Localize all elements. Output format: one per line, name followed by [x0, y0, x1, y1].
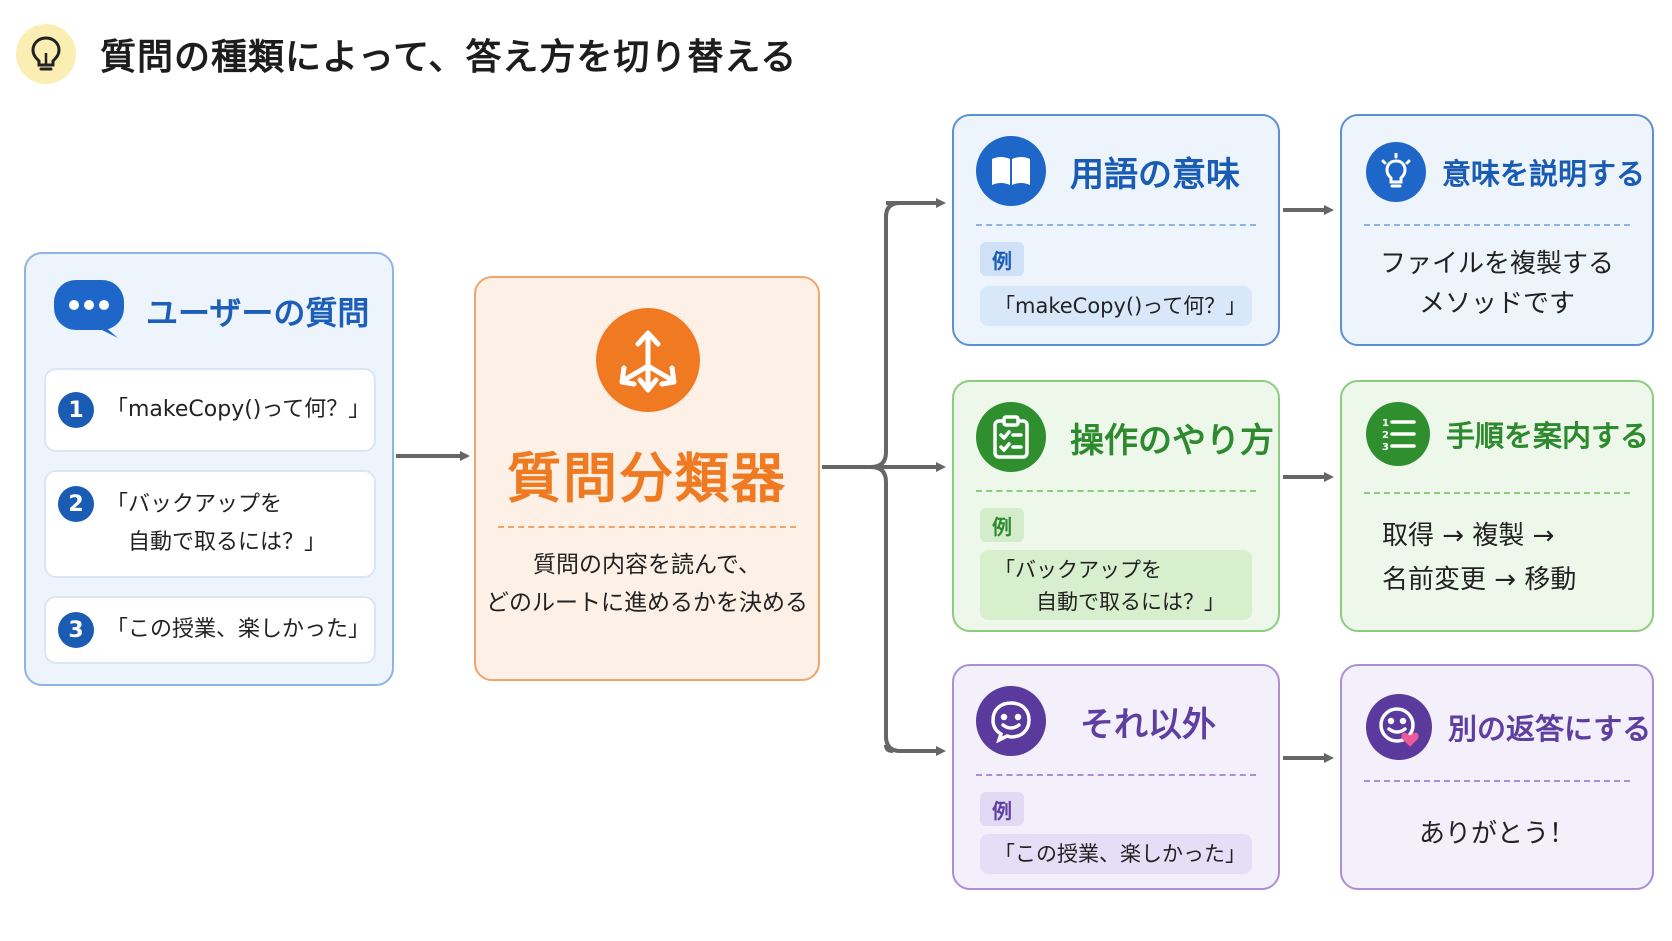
- example-tag: 例: [980, 508, 1024, 542]
- question-number-badge: 2: [58, 486, 94, 522]
- route-how-to: 操作のやり方 例 「バックアップを 自動で取るには？」: [952, 380, 1280, 632]
- route-term-meaning: 用語の意味 例 「makeCopy()って何？」: [952, 114, 1280, 346]
- question-item-3: 3 「この授業、楽しかった」: [44, 596, 376, 664]
- route-category-label: それ以外: [1080, 704, 1216, 745]
- route-other-header: それ以外: [976, 686, 1216, 756]
- divider: [498, 526, 796, 528]
- book-icon: [976, 136, 1046, 206]
- user-questions-panel: ユーザーの質問 1 「makeCopy()って何？」 2 「バックアップを 自動…: [24, 252, 394, 686]
- result-header: 別の返答にする: [1366, 694, 1651, 760]
- route-category-label: 用語の意味: [1070, 154, 1240, 195]
- split-arrows-icon: [596, 308, 700, 412]
- divider: [976, 224, 1256, 226]
- result-header: 1 2 3 手順を案内する: [1366, 402, 1649, 466]
- page-title: 質問の種類によって、答え方を切り替える: [100, 37, 798, 78]
- classifier-title: 質問分類器: [507, 447, 787, 510]
- result-body: 取得 → 複製 → 名前変更 → 移動: [1382, 521, 1577, 595]
- clipboard-checklist-icon: [976, 402, 1046, 472]
- example-text: 「makeCopy()って何？」: [980, 286, 1252, 326]
- smiley-heart-icon: [1366, 694, 1432, 760]
- question-item-2: 2 「バックアップを 自動で取るには？」: [44, 470, 376, 578]
- result-other-reply: 別の返答にする ありがとう！: [1340, 664, 1654, 890]
- divider: [1364, 224, 1630, 226]
- speech-bubble-icon: [52, 278, 126, 344]
- result-explain-meaning: 意味を説明する ファイルを複製する メソッドです: [1340, 114, 1654, 346]
- route-term-header: 用語の意味: [976, 136, 1240, 206]
- question-number-badge: 1: [58, 392, 94, 428]
- result-body: ファイルを複製する メソッドです: [1379, 249, 1614, 319]
- page-header: 質問の種類によって、答え方を切り替える: [16, 24, 797, 84]
- result-body: ありがとう！: [1418, 819, 1575, 849]
- numbered-list-icon: 1 2 3: [1366, 402, 1430, 466]
- smiley-icon: [976, 686, 1046, 756]
- route-howto-header: 操作のやり方: [976, 402, 1274, 472]
- result-guide-steps: 1 2 3 手順を案内する 取得 → 複製 → 名前変更 → 移動: [1340, 380, 1654, 632]
- svg-text:1: 1: [1382, 418, 1389, 429]
- question-text: 「バックアップを 自動で取るには？」: [106, 492, 327, 555]
- route-other: それ以外 例 「この授業、楽しかった」: [952, 664, 1280, 890]
- result-label: 意味を説明する: [1442, 157, 1646, 191]
- user-questions-title: ユーザーの質問: [146, 294, 370, 332]
- result-label: 別の返答にする: [1448, 712, 1652, 746]
- classifier-description: 質問の内容を読んで、 どのルートに進めるかを決める: [476, 546, 818, 622]
- classifier-panel: 質問分類器 質問の内容を読んで、 どのルートに進めるかを決める: [474, 276, 820, 681]
- example-tag: 例: [980, 242, 1024, 276]
- user-questions-header: ユーザーの質問: [52, 278, 369, 344]
- svg-text:3: 3: [1382, 442, 1389, 453]
- example-tag: 例: [980, 792, 1024, 826]
- route-category-label: 操作のやり方: [1070, 420, 1274, 461]
- svg-text:2: 2: [1382, 430, 1389, 441]
- divider: [976, 490, 1256, 492]
- example-text: 「この授業、楽しかった」: [980, 834, 1252, 874]
- result-header: 意味を説明する: [1366, 142, 1645, 202]
- classifier-desc-line1: 質問の内容を読んで、: [533, 552, 761, 578]
- divider: [976, 774, 1256, 776]
- divider: [1364, 780, 1630, 782]
- example-text: 「バックアップを 自動で取るには？」: [980, 550, 1252, 620]
- question-text: 「この授業、楽しかった」: [106, 617, 371, 642]
- question-number-badge: 3: [58, 612, 94, 648]
- classifier-desc-line2: どのルートに進めるかを決める: [486, 590, 808, 616]
- arrow-classifier-branches: [822, 201, 901, 753]
- question-item-1: 1 「makeCopy()って何？」: [44, 368, 376, 452]
- lightbulb-icon: [1366, 142, 1426, 202]
- lightbulb-icon: [16, 24, 76, 84]
- question-text: 「makeCopy()って何？」: [106, 397, 371, 422]
- result-label: 手順を案内する: [1446, 419, 1650, 453]
- divider: [1364, 492, 1630, 494]
